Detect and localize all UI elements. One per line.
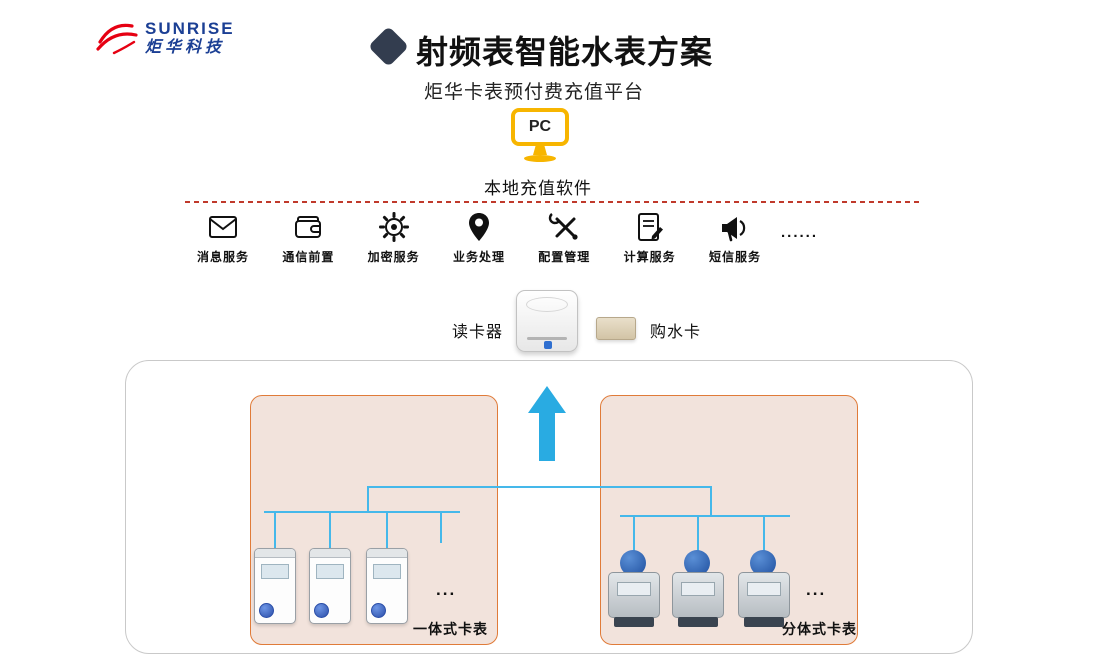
pc-monitor-stand	[533, 146, 547, 155]
bus-line-drop	[763, 517, 765, 551]
water-card-label: 购水卡	[650, 324, 702, 341]
meter-pipe	[744, 617, 784, 627]
meter-display	[261, 564, 289, 579]
meter-body	[608, 572, 660, 618]
pc-screen-label: PC	[511, 108, 569, 146]
split-group-label: 分体式卡表	[782, 621, 857, 637]
service-item-compute: 计算服务	[610, 209, 690, 265]
meter-display	[617, 582, 651, 596]
meter-blue-cap	[314, 603, 329, 618]
bus-line-drop	[440, 513, 442, 543]
brand-name: SUNRISE	[145, 19, 235, 39]
service-label: 业务处理	[452, 250, 505, 264]
split-meters-ellipsis: ...	[806, 580, 827, 599]
bus-line-cross	[368, 486, 712, 488]
meter-valve-ball	[750, 550, 776, 576]
bus-line-drop	[386, 513, 388, 549]
bus-line-left	[264, 511, 460, 513]
service-label: 短信服务	[708, 250, 761, 264]
card-reader-device	[516, 290, 578, 352]
local-recharge-software-label: 本地充值软件	[484, 179, 592, 198]
up-arrow-head	[528, 386, 566, 413]
pc-monitor-icon: PC	[508, 108, 572, 162]
company-logo: SUNRISE 炬华科技	[94, 16, 235, 61]
location-pin-icon	[439, 209, 519, 245]
service-item-config: 配置管理	[524, 209, 604, 265]
service-label: 计算服务	[623, 250, 676, 264]
integrated-water-meter	[366, 548, 408, 624]
bus-line-drop	[633, 517, 635, 551]
bus-line-drop	[367, 486, 369, 513]
card-reader-slot	[527, 337, 567, 340]
bus-line-drop	[329, 513, 331, 549]
integrated-group-label: 一体式卡表	[413, 621, 488, 637]
meter-body	[738, 572, 790, 618]
integrated-meters-ellipsis: ...	[436, 580, 457, 599]
meter-valve-ball	[620, 550, 646, 576]
split-water-meter	[736, 550, 792, 632]
service-item-business: 业务处理	[439, 209, 519, 265]
envelope-icon	[183, 209, 263, 245]
services-ellipsis: ......	[781, 224, 819, 241]
page-subtitle: 炬华卡表预付费充值平台	[424, 82, 645, 103]
meter-body	[672, 572, 724, 618]
service-row: 消息服务 通信前置	[183, 209, 775, 265]
card-reader-lid	[526, 297, 568, 312]
wallet-icon	[268, 209, 348, 245]
brand-name-chinese: 炬华科技	[145, 39, 226, 57]
title-diamond-icon	[367, 25, 410, 68]
gear-icon	[354, 209, 434, 245]
up-arrow-shaft	[539, 413, 555, 461]
service-item-sms: 短信服务	[695, 209, 775, 265]
bus-line-drop	[697, 517, 699, 551]
crossed-tools-icon	[524, 209, 604, 245]
meter-display	[316, 564, 344, 579]
page-title: 射频表智能水表方案	[416, 34, 714, 70]
meter-pipe	[678, 617, 718, 627]
megaphone-icon	[695, 209, 775, 245]
service-label: 加密服务	[367, 250, 420, 264]
split-water-meter	[670, 550, 726, 632]
meter-display	[681, 582, 715, 596]
sunrise-swoosh-icon	[94, 16, 140, 61]
service-label: 消息服务	[196, 250, 249, 264]
meter-blue-cap	[259, 603, 274, 618]
card-reader-led	[544, 341, 552, 349]
integrated-water-meter	[309, 548, 351, 624]
meter-top	[367, 549, 407, 558]
bus-line-drop	[710, 486, 712, 517]
water-card	[596, 317, 636, 340]
service-item-encrypt: 加密服务	[354, 209, 434, 265]
integrated-water-meter	[254, 548, 296, 624]
meter-blue-cap	[371, 603, 386, 618]
dashed-divider	[185, 201, 923, 203]
bus-line-drop	[274, 513, 276, 549]
meter-valve-ball	[684, 550, 710, 576]
card-reader-label: 读卡器	[452, 324, 504, 341]
split-water-meter	[606, 550, 662, 632]
meter-top	[255, 549, 295, 558]
service-item-comm: 通信前置	[268, 209, 348, 265]
bus-line-right	[620, 515, 790, 517]
meter-display	[747, 582, 781, 596]
meter-display	[373, 564, 401, 579]
document-edit-icon	[610, 209, 690, 245]
pc-monitor-base	[524, 155, 556, 162]
meter-pipe	[614, 617, 654, 627]
service-item-message: 消息服务	[183, 209, 263, 265]
service-label: 通信前置	[282, 250, 335, 264]
up-arrow	[528, 386, 566, 461]
meter-top	[310, 549, 350, 558]
service-label: 配置管理	[538, 250, 591, 264]
